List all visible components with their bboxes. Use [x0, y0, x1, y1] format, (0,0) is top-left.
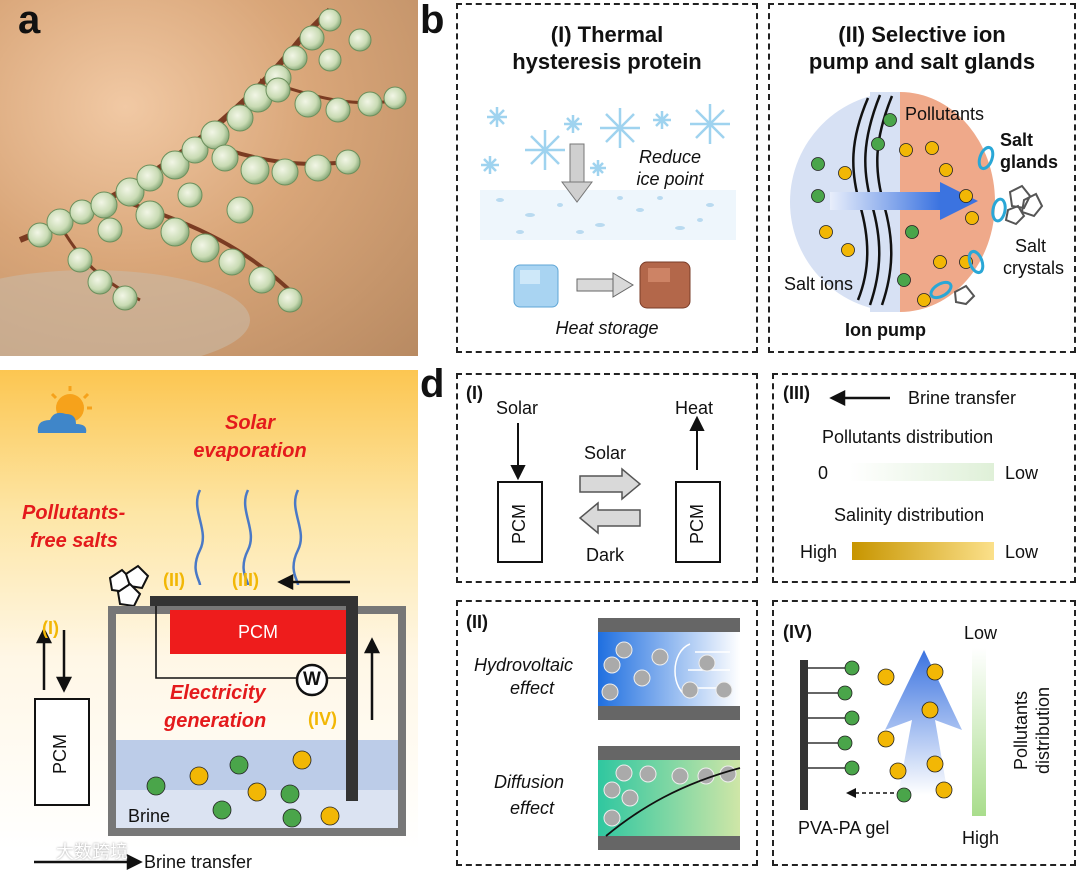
- watermark: 大数跨境: [56, 842, 128, 862]
- c-solar-line2: evaporation: [193, 440, 307, 462]
- c-brine-transfer: Brine transfer: [144, 852, 253, 872]
- b2-pollutants-label: Pollutants: [905, 104, 985, 124]
- c-roman-I: (I): [42, 618, 59, 638]
- c-elec-line2: generation: [164, 710, 267, 732]
- d2-hydro-line1: Hydrovoltaic: [474, 655, 574, 675]
- c-pollutants-line2: free salts: [30, 530, 118, 552]
- d3-pollutants-dist: Pollutants distribution: [822, 427, 994, 447]
- b1-title-line1: (I) Thermal: [550, 22, 664, 47]
- panel-label-a: a: [18, 0, 41, 42]
- d4-roman: (IV): [783, 622, 812, 642]
- d3-roman: (III): [783, 383, 810, 403]
- sun-cloud-icon: [37, 386, 92, 433]
- c-w-label: W: [303, 669, 321, 690]
- d3-zero: 0: [818, 463, 829, 483]
- salt-crystal-icon: [953, 184, 1044, 306]
- d4-low: Low: [964, 623, 998, 643]
- salt-crystal-icon: [108, 564, 150, 608]
- d3-low1: Low: [1005, 463, 1039, 483]
- b1-heat-storage: Heat storage: [555, 318, 659, 338]
- snowflake-icon: [564, 115, 582, 133]
- c-roman-III: (III): [232, 570, 259, 590]
- watt-meter-icon: [295, 663, 329, 697]
- d2-diff-line1: Diffusion: [494, 772, 565, 792]
- plant-photo: [0, 0, 418, 356]
- b1-title-line2: hysteresis protein: [512, 49, 702, 74]
- c-pcm-top: PCM: [238, 622, 278, 642]
- d1-solar-mid: Solar: [584, 443, 627, 463]
- b2-salt-ions-label: Salt ions: [784, 274, 854, 294]
- b2-salt-glands-line2: glands: [1000, 152, 1059, 172]
- d1-dark: Dark: [586, 545, 625, 565]
- snowflake-icon: [653, 111, 671, 129]
- d1-roman: (I): [466, 383, 483, 403]
- snowflake-icon: [525, 130, 565, 170]
- snowflake-icon: [487, 107, 507, 127]
- ice-cube-icon: [513, 264, 559, 308]
- c-pcm-left-box: [34, 698, 90, 806]
- d3-brine-transfer: Brine transfer: [908, 388, 1017, 408]
- panel-b1: [456, 3, 758, 353]
- b1-reduce-line2: ice point: [636, 169, 704, 189]
- d2-diff-line2: effect: [510, 798, 555, 818]
- panel-label-d: d: [420, 362, 445, 406]
- b1-reduce-line1: Reduce: [638, 147, 702, 167]
- heated-cube-icon: [639, 261, 691, 309]
- down-arrow-icon: [561, 143, 593, 203]
- c-solar-line1: Solar: [224, 412, 276, 434]
- plant-illustration: [0, 7, 407, 356]
- b2-salt-crystals-line1: Salt: [1015, 236, 1047, 256]
- c-elec-line1: Electricity: [170, 682, 266, 704]
- b2-ion-pump-label: Ion pump: [845, 320, 926, 340]
- c-roman-IV: (IV): [308, 709, 337, 729]
- d3-low2: Low: [1005, 542, 1039, 562]
- d4-gel: PVA-PA gel: [798, 818, 890, 838]
- d2-hydro-line2: effect: [510, 678, 555, 698]
- d1-solar-left: Solar: [496, 398, 539, 418]
- c-brine-label: Brine: [128, 806, 171, 826]
- snowflake-icon: [690, 104, 730, 144]
- d2-roman: (II): [466, 612, 488, 632]
- b2-title-line1: (II) Selective ion: [838, 22, 1006, 47]
- panel-label-b: b: [420, 0, 445, 42]
- d1-pcm-box-b: [675, 481, 721, 563]
- right-arrow-icon: [576, 272, 634, 298]
- snowflake-icon: [590, 160, 606, 176]
- snowflake-icon: [481, 156, 499, 174]
- d4-high: High: [962, 828, 1000, 848]
- snowflake-icon: [600, 108, 640, 148]
- c-roman-II: (II): [163, 570, 185, 590]
- d3-salinity-dist: Salinity distribution: [834, 505, 985, 525]
- d1-heat: Heat: [675, 398, 714, 418]
- d1-pcm-box-a: [497, 481, 543, 563]
- b2-salt-crystals-line2: crystals: [1003, 258, 1065, 278]
- b2-salt-glands-line1: Salt: [1000, 130, 1034, 150]
- b2-title-line2: pump and salt glands: [808, 49, 1036, 74]
- d3-high: High: [800, 542, 838, 562]
- c-pollutants-line1: Pollutants-: [22, 502, 126, 524]
